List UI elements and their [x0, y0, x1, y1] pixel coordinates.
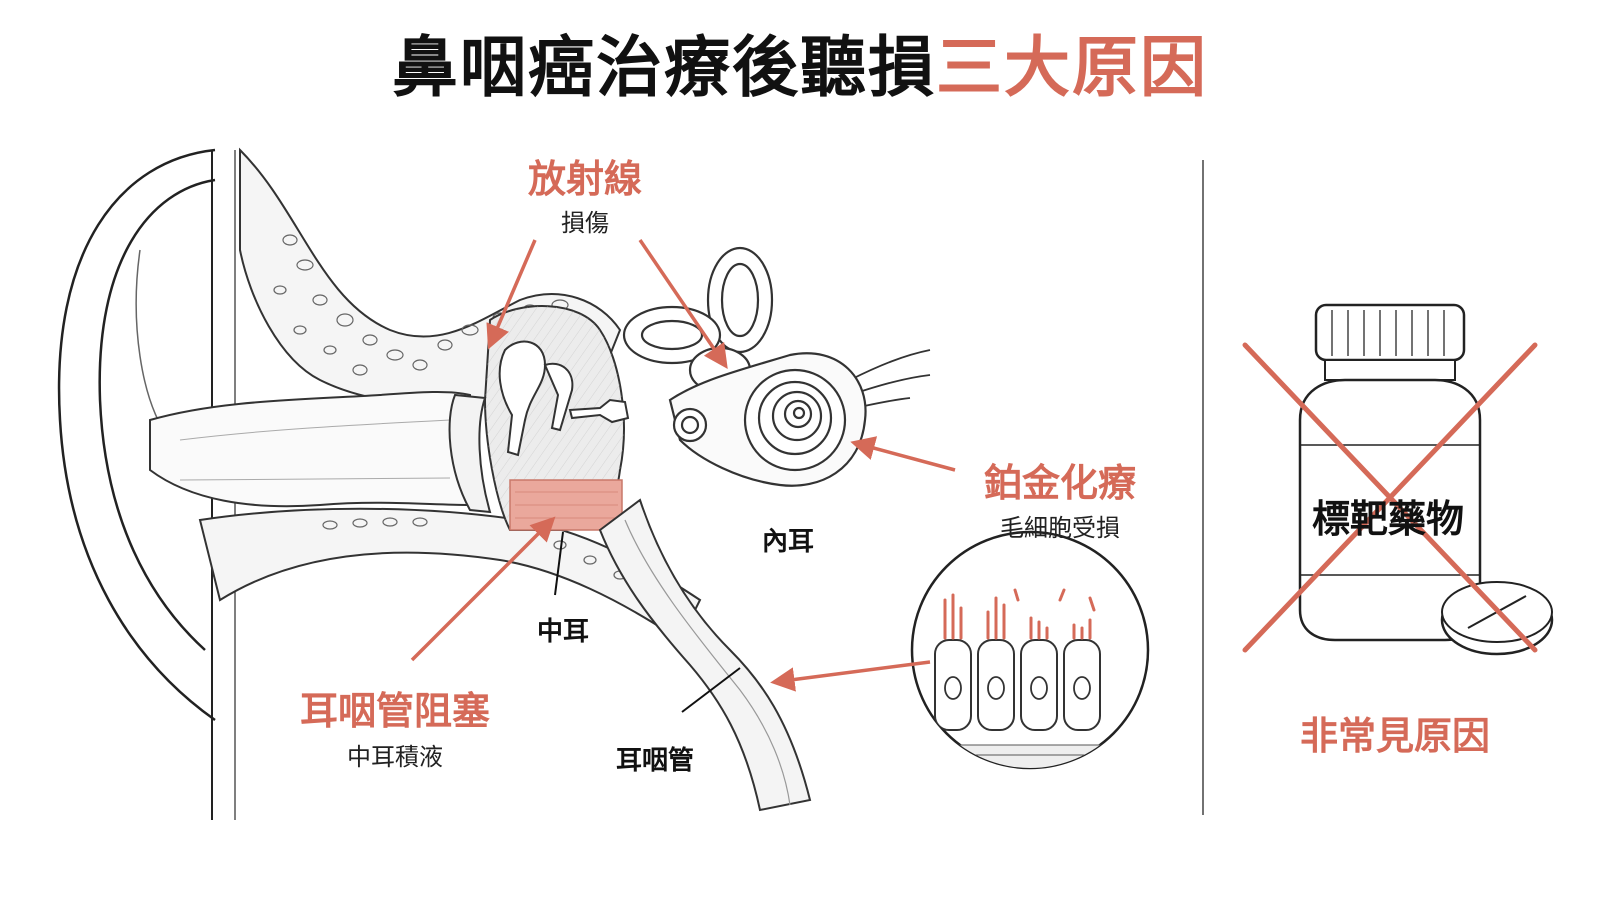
eardrum	[448, 393, 492, 514]
cause-arrows	[410, 239, 956, 692]
cause-radiation-detail: 損傷	[561, 209, 609, 237]
cause-eustachian-heading: 耳咽管阻塞	[299, 689, 491, 733]
uncommon-cause-caption: 非常見原因	[1299, 714, 1491, 758]
middle-ear-cavity	[483, 305, 630, 531]
page-title: 鼻咽癌治療後聽損三大原因	[0, 28, 1600, 108]
incus	[543, 362, 574, 432]
cochlea	[668, 352, 867, 487]
inner-ear-label: 內耳	[761, 527, 815, 557]
hair-cell-magnifier-icon	[910, 530, 1150, 770]
malleus	[498, 340, 547, 457]
cause-radiation-heading: 放射線	[527, 157, 643, 201]
stapes	[568, 398, 630, 424]
crossed-out-pill-bottle-icon	[1242, 303, 1554, 656]
bottle-label: 標靶藥物	[1311, 497, 1465, 541]
cause-platinum-heading: 鉑金化療	[983, 461, 1137, 505]
anatomy-leader-lines	[554, 531, 741, 713]
title-highlight: 三大原因	[936, 29, 1208, 106]
title-main: 鼻咽癌治療後聽損	[392, 29, 936, 106]
eustachian-tube-shape	[598, 498, 812, 812]
middle-ear-label: 中耳	[536, 617, 590, 647]
cause-platinum-detail: 毛細胞受損	[1000, 514, 1120, 542]
cause-eustachian-detail: 中耳積液	[347, 743, 443, 771]
eustachian-tube-label: 耳咽管	[615, 746, 695, 776]
ear-canal	[149, 390, 471, 508]
